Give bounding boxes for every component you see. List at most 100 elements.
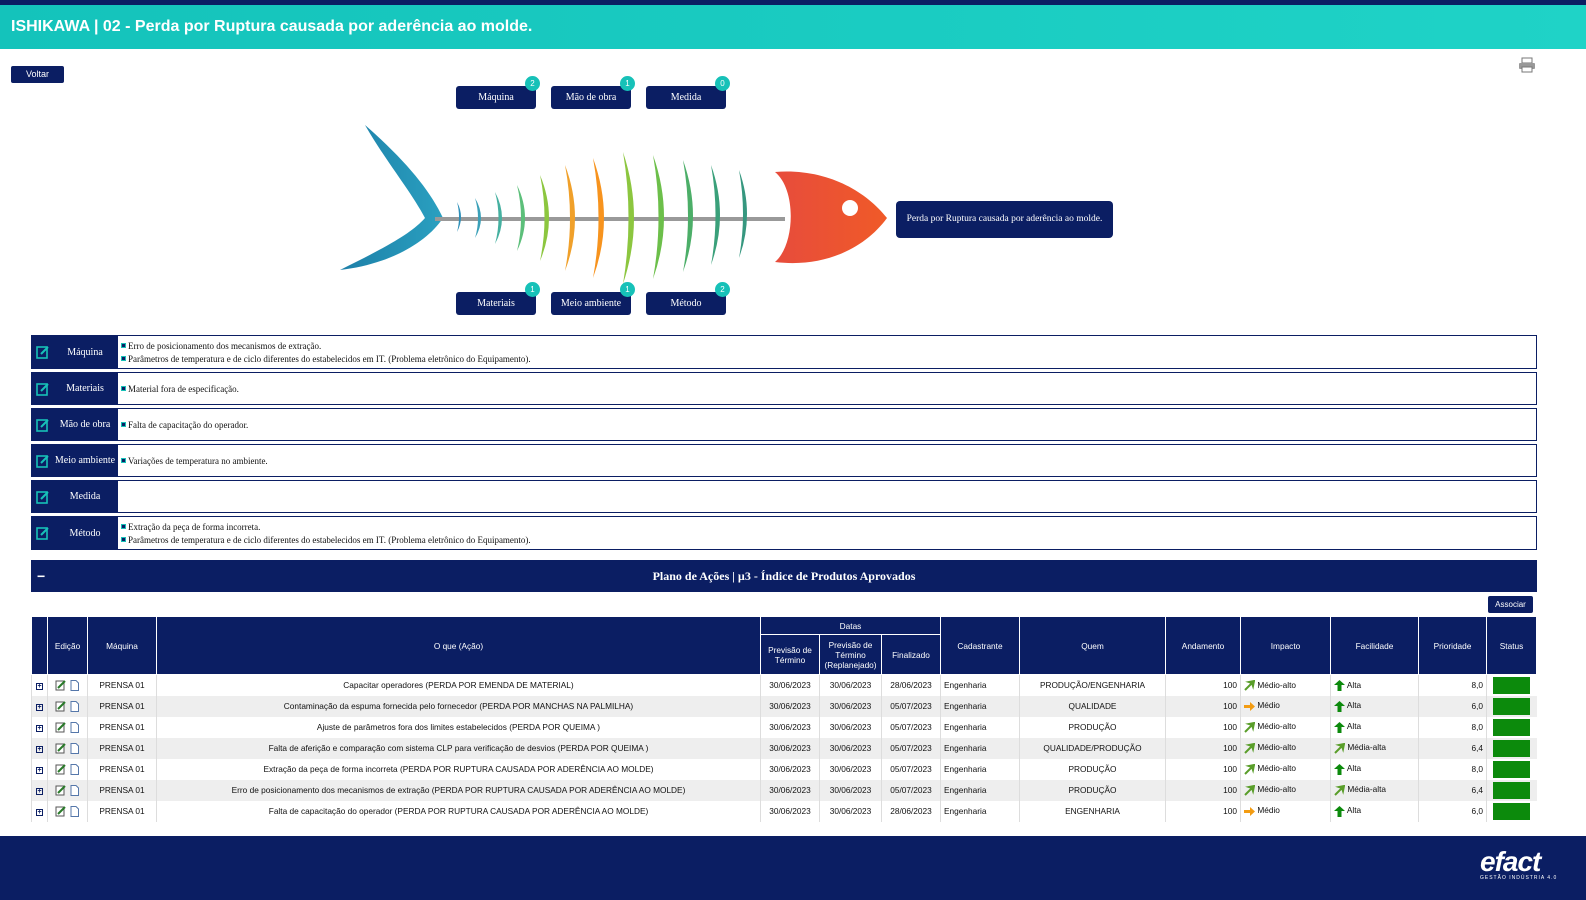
page-title: ISHIKAWA | 02 - Perda por Ruptura causad… [11, 18, 533, 35]
edit-icon[interactable] [55, 680, 67, 691]
edit-icon[interactable] [36, 382, 50, 396]
document-icon[interactable] [69, 763, 80, 775]
bullet-icon [121, 343, 126, 348]
count-badge: 1 [620, 76, 635, 91]
document-icon[interactable] [69, 784, 80, 796]
cause-item: Extração da peça de forma incorreta. [121, 522, 531, 532]
document-icon[interactable] [69, 700, 80, 712]
cell-cadastrante: Engenharia [940, 779, 1020, 801]
edit-icon[interactable] [55, 784, 67, 796]
document-icon[interactable] [69, 679, 80, 691]
document-icon[interactable] [69, 721, 80, 733]
cell-prioridade: 8,0 [1418, 674, 1487, 696]
bullet-icon [121, 386, 126, 391]
cell-finalizado: 05/07/2023 [881, 779, 941, 801]
cell-impacto: Médio-alto [1257, 721, 1297, 732]
expand-icon[interactable]: + [36, 767, 43, 774]
green-up-arrow-icon [1334, 805, 1345, 817]
column-header: Status [1486, 616, 1537, 675]
document-icon[interactable] [69, 742, 80, 754]
edit-icon[interactable] [36, 490, 50, 504]
cell-cadastrante: Engenharia [940, 737, 1020, 759]
cell-maquina: PRENSA 01 [87, 779, 157, 801]
collapse-button[interactable]: − [37, 568, 46, 584]
print-icon[interactable] [1518, 57, 1536, 73]
cell-maquina: PRENSA 01 [87, 758, 157, 780]
cause-row-materiais: Materiais Material fora de especificação… [31, 372, 1537, 405]
cell-prioridade: 6,0 [1418, 800, 1487, 822]
edit-icon[interactable] [55, 805, 67, 817]
edit-icon[interactable] [55, 721, 67, 733]
back-button[interactable]: Voltar [11, 66, 64, 83]
cell-impacto: Médio-alto [1257, 679, 1297, 690]
expand-icon[interactable]: + [36, 725, 43, 732]
cell-cadastrante: Engenharia [940, 758, 1020, 780]
cell-previsao: 30/06/2023 [760, 695, 820, 717]
cause-item: Erro de posicionamento dos mecanismos de… [121, 341, 531, 351]
expand-icon[interactable]: + [36, 788, 43, 795]
action-plan-table: Edição Máquina O que (Ação) Datas Cadast… [31, 616, 1537, 822]
expand-icon[interactable]: + [36, 704, 43, 711]
cell-maquina: PRENSA 01 [87, 674, 157, 696]
cell-maquina: PRENSA 01 [87, 737, 157, 759]
expand-icon[interactable]: + [36, 809, 43, 816]
edit-icon[interactable] [55, 700, 67, 712]
cause-row-mao-de-obra: Mão de obra Falta de capacitação do oper… [31, 408, 1537, 441]
cell-quem: PRODUÇÃO/ENGENHARIA [1019, 674, 1166, 696]
green-diagonal-arrow-icon [1244, 679, 1256, 691]
orange-right-arrow-icon [1244, 701, 1255, 712]
edit-icon[interactable] [55, 763, 67, 775]
cell-andamento: 100 [1165, 758, 1241, 780]
cell-maquina: PRENSA 01 [87, 695, 157, 717]
cause-category-header: Materiais [32, 373, 118, 404]
cell-andamento: 100 [1165, 737, 1241, 759]
document-icon[interactable] [69, 805, 80, 817]
column-header: Datas [760, 616, 941, 635]
edit-icon[interactable] [36, 454, 50, 468]
cell-replanejado: 30/06/2023 [819, 716, 882, 738]
cell-replanejado: 30/06/2023 [819, 800, 882, 822]
associate-button[interactable]: Associar [1488, 596, 1533, 613]
edit-icon[interactable] [55, 742, 67, 754]
expand-icon[interactable]: + [36, 683, 43, 691]
edit-icon[interactable] [36, 526, 50, 540]
expand-column-header [31, 616, 48, 675]
cell-andamento: 100 [1165, 779, 1241, 801]
cell-maquina: PRENSA 01 [87, 800, 157, 822]
green-up-arrow-icon [1334, 679, 1345, 691]
cell-prioridade: 8,0 [1418, 716, 1487, 738]
green-up-arrow-icon [1334, 763, 1345, 775]
edit-icon[interactable] [36, 345, 50, 359]
cell-prioridade: 6,4 [1418, 737, 1487, 759]
cell-facilidade: Alta [1346, 679, 1362, 690]
cell-facilidade: Média-alta [1347, 784, 1387, 795]
cause-item: Parâmetros de temperatura e de ciclo dif… [121, 354, 531, 364]
top-strip [0, 0, 1586, 5]
cell-finalizado: 05/07/2023 [881, 737, 941, 759]
status-indicator [1493, 760, 1531, 778]
status-indicator [1493, 718, 1531, 736]
edit-icon[interactable] [36, 418, 50, 432]
cell-previsao: 30/06/2023 [760, 737, 820, 759]
column-header: Impacto [1240, 616, 1331, 675]
effect-box[interactable]: Perda por Ruptura causada por aderência … [896, 201, 1113, 238]
cell-prioridade: 8,0 [1418, 758, 1487, 780]
page-header: ISHIKAWA | 02 - Perda por Ruptura causad… [0, 5, 1586, 49]
expand-icon[interactable]: + [36, 746, 43, 753]
cause-item: Parâmetros de temperatura e de ciclo dif… [121, 535, 531, 545]
cell-acao: Falta de capacitação do operador (PERDA … [156, 800, 761, 822]
cell-cadastrante: Engenharia [940, 695, 1020, 717]
